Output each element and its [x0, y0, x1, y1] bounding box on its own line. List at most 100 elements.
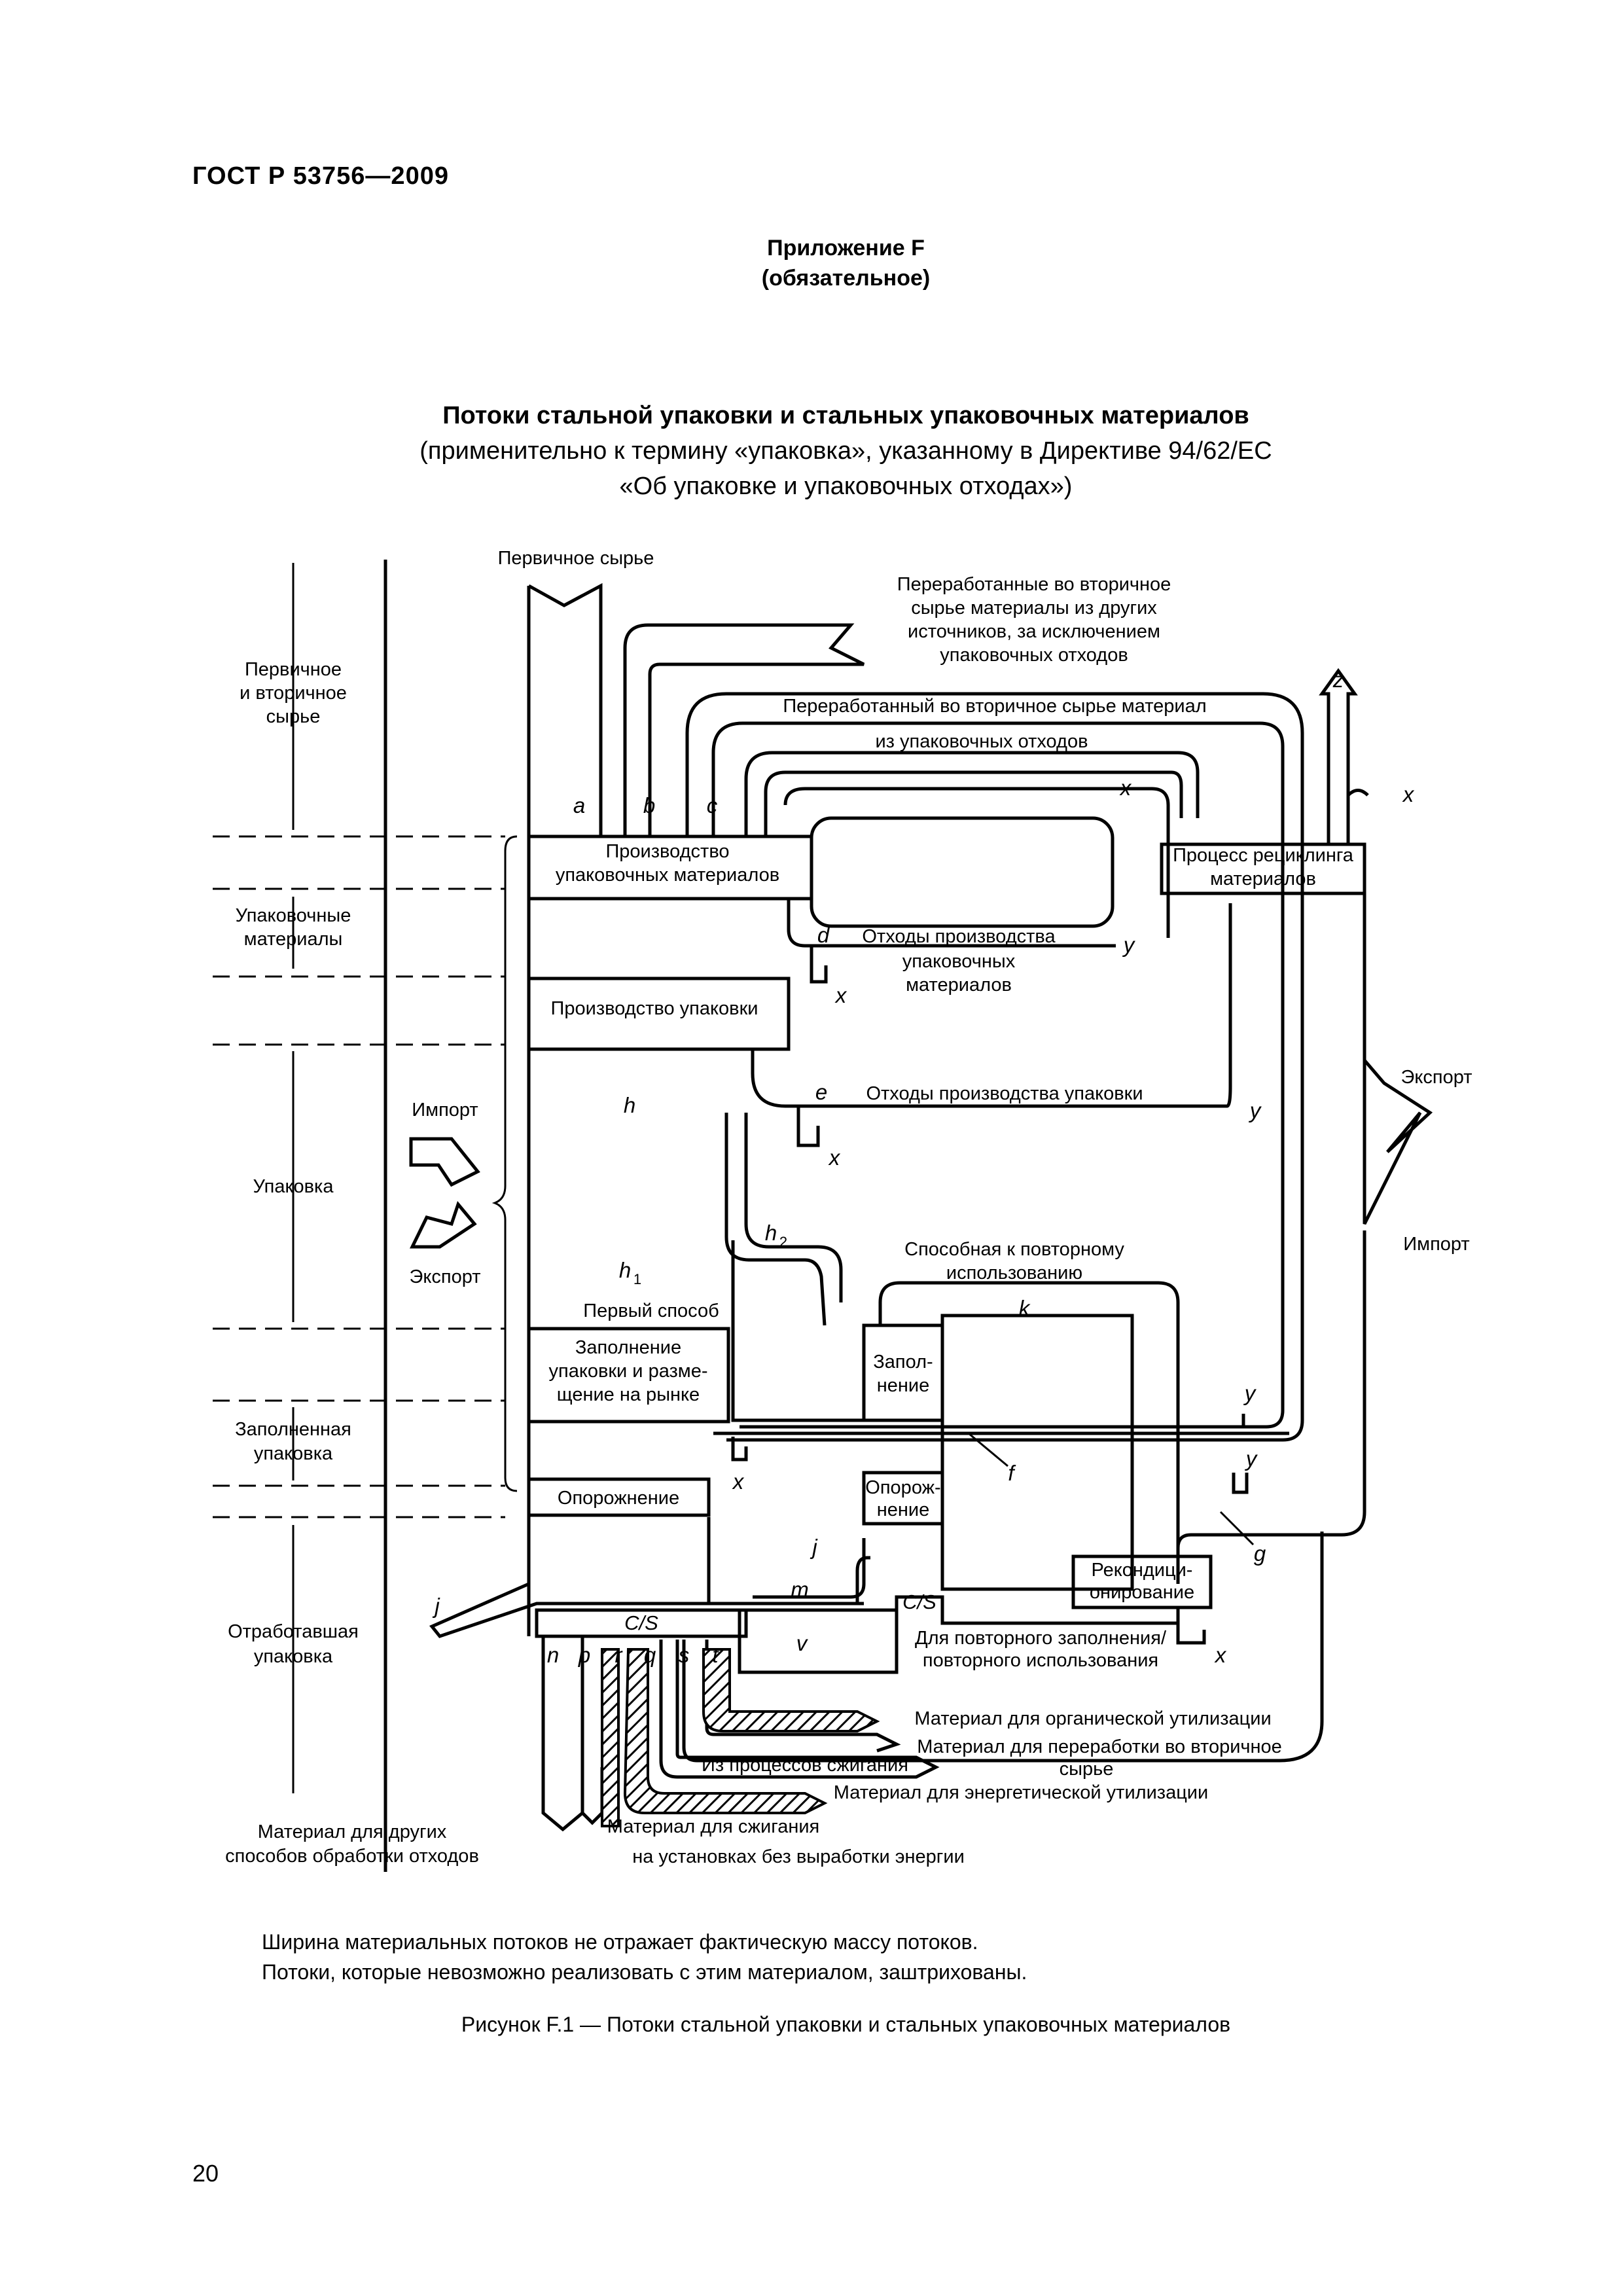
- filling-box: [527, 1327, 730, 1424]
- label-h2-sub: 2: [779, 1234, 787, 1250]
- reuse-loop: [744, 1113, 843, 1302]
- incin-2: на установках без выработки энергии: [632, 1846, 965, 1867]
- title-line-1: Потоки стальной упаковки и стальных упак…: [442, 402, 1249, 429]
- recycled-other-1: Переработанные во вторичное: [897, 574, 1171, 595]
- label-j: j: [810, 1535, 818, 1559]
- emptying-box: [527, 1477, 711, 1517]
- label-h1-sub: 1: [633, 1271, 641, 1287]
- recycle-mat-2: сырье: [1060, 1759, 1114, 1780]
- label-m: m: [791, 1577, 809, 1602]
- loop-core: [810, 816, 1115, 928]
- page-number: 20: [192, 2160, 219, 2187]
- recond-2: онирование: [1090, 1582, 1194, 1603]
- label-s: s: [679, 1643, 690, 1667]
- recycled-other-2: сырье материалы из других: [911, 598, 1157, 619]
- label-x-e: x: [828, 1145, 841, 1170]
- export-label-right: Экспорт: [1401, 1067, 1472, 1088]
- first-way-flow: [731, 1240, 864, 1422]
- for-reuse-2: повторного использования: [923, 1650, 1158, 1671]
- annex-label: Приложение F: [767, 236, 925, 260]
- annex-heading: Приложение F (обязательное): [0, 233, 1623, 293]
- organic-hatched-flow: [702, 1648, 880, 1732]
- cs-label-right: C/S: [902, 1590, 936, 1613]
- k-box: [940, 1314, 1134, 1591]
- label-y-f: y: [1243, 1381, 1257, 1405]
- recond-1: Рекондици-: [1092, 1560, 1193, 1581]
- other-treatment-flow: [541, 1636, 584, 1832]
- stage-filled-1: Заполненная: [235, 1419, 351, 1440]
- label-v: v: [796, 1631, 809, 1655]
- waste-pack: Отходы производства упаковки: [866, 1083, 1143, 1104]
- stage-packaging: Упаковка: [253, 1176, 334, 1197]
- stage-raw-1: Первичное: [245, 659, 342, 680]
- stage-packmat-1: Упаковочные: [236, 905, 351, 926]
- label-x-f: x: [732, 1469, 745, 1494]
- stage-used-1: Отработавшая: [228, 1621, 359, 1642]
- label-f: f: [1008, 1461, 1016, 1485]
- import-label-right: Импорт: [1403, 1234, 1469, 1255]
- recycled-pack-2: из упаковочных отходов: [875, 731, 1088, 752]
- annex-status: (обязательное): [761, 266, 931, 291]
- label-c: c: [707, 793, 718, 817]
- title-line-2: (применительно к термину «упаковка», ука…: [419, 437, 1272, 465]
- figure-title: Потоки стальной упаковки и стальных упак…: [0, 398, 1623, 504]
- prod-packmat-1: Производство: [605, 841, 729, 862]
- figure-notes: Ширина материальных потоков не отражает …: [262, 1927, 1027, 1987]
- recycling-2: материалов: [1210, 869, 1316, 889]
- primary-raw-label: Первичное сырье: [498, 548, 654, 569]
- packwaste-loop-outer: [744, 751, 1200, 836]
- label-n: n: [547, 1643, 559, 1667]
- label-r: r: [615, 1643, 624, 1667]
- empty-2: нение: [877, 1499, 930, 1520]
- recycled-other-3: источников, за исключением: [908, 621, 1160, 642]
- refill-box: [862, 1323, 944, 1422]
- label-h1: h: [619, 1258, 631, 1282]
- recycle-material-flow: [682, 1532, 1324, 1763]
- cs-label-left: C/S: [624, 1611, 658, 1634]
- label-h2: h: [765, 1221, 777, 1245]
- recycling-box: [1160, 842, 1366, 895]
- waste-pack-flow: [751, 903, 1232, 1108]
- stage-separators: [213, 835, 505, 1518]
- note-line-2: Потоки, которые невозможно реализовать с…: [262, 1960, 1027, 1984]
- recycle-return-flow: [1176, 1230, 1366, 1584]
- prod-pack: Производство упаковки: [551, 998, 758, 1019]
- stage-other-2: способов обработки отходов: [225, 1846, 479, 1867]
- label-d: d: [817, 923, 830, 947]
- label-x-right: x: [1402, 782, 1415, 806]
- waste-packmat-1: Отходы производства: [862, 926, 1056, 947]
- label-a: a: [573, 793, 585, 817]
- recycle-mat-1: Материал для переработки во вторичное: [917, 1736, 1282, 1757]
- stage-used-2: упаковка: [254, 1646, 333, 1667]
- label-x-recond: x: [1214, 1643, 1227, 1667]
- waste-packmat-flow: [787, 899, 1116, 948]
- stage-filled-2: упаковка: [254, 1443, 333, 1464]
- label-k: k: [1019, 1296, 1031, 1320]
- recycled-pack-1: Переработанный во вторичное сырье матери…: [783, 696, 1206, 717]
- note-line-1: Ширина материальных потоков не отражает …: [262, 1930, 978, 1954]
- filling-1: Заполнение: [575, 1337, 681, 1358]
- export-label: Экспорт: [410, 1266, 481, 1287]
- reusable-1: Способная к повторному: [904, 1239, 1124, 1260]
- v-box: [738, 1608, 899, 1674]
- label-y-mid: y: [1249, 1098, 1262, 1122]
- recycled-pack-loop-inner: [711, 721, 1285, 1429]
- cs-bar: [535, 1608, 748, 1638]
- filling-2: упаковки и разме-: [548, 1361, 707, 1382]
- waste-packmat-2: упаковочных: [902, 951, 1016, 972]
- incin-1: Материал для сжигания: [607, 1816, 820, 1837]
- reusable-2: использованию: [946, 1263, 1082, 1283]
- label-p: p: [578, 1643, 590, 1667]
- recycled-pack-loop-outer: [685, 692, 1304, 1442]
- label-j-left: j: [432, 1594, 440, 1618]
- z-flow: [1319, 668, 1358, 844]
- empty-box: [862, 1471, 944, 1526]
- label-z: z: [1332, 668, 1344, 692]
- label-x-d: x: [834, 983, 847, 1007]
- for-reuse-1: Для повторного заполнения/: [915, 1628, 1167, 1649]
- energy-label: Материал для энергетической утилизации: [834, 1782, 1208, 1803]
- label-y-top: y: [1122, 933, 1136, 957]
- refill-2: нение: [877, 1375, 930, 1396]
- packwaste-loop-inner: [764, 770, 1183, 836]
- empty-1: Опорож-: [865, 1477, 940, 1498]
